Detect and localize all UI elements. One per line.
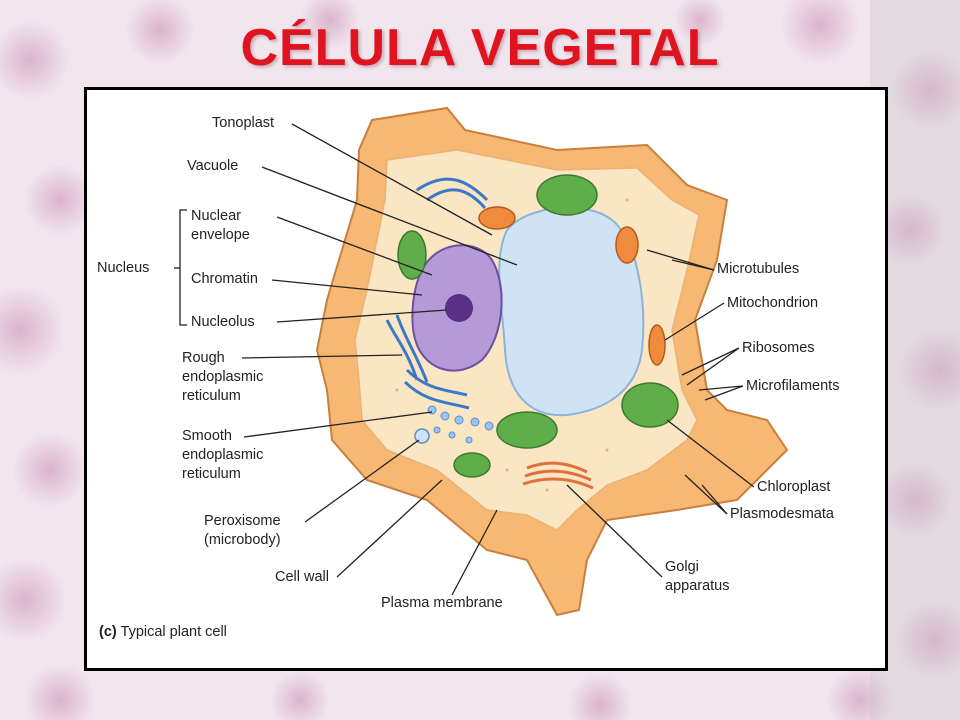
- label-smooth-er-3: reticulum: [182, 466, 241, 482]
- peroxisome-shape: [414, 428, 430, 444]
- slide-title: CÉLULA VEGETAL: [240, 19, 720, 77]
- golgi-shape: [522, 461, 594, 490]
- label-smooth-er-1: Smooth: [182, 428, 232, 444]
- caption-letter: (c): [99, 624, 117, 640]
- diagram-frame: Tonoplast Vacuole Nucleus Nuclear envelo…: [84, 87, 888, 671]
- label-nuclear-envelope-1: Nuclear: [191, 208, 241, 224]
- label-tonoplast: Tonoplast: [212, 115, 275, 131]
- caption-text: Typical plant cell: [120, 624, 227, 640]
- label-rough-er-3: reticulum: [182, 388, 241, 404]
- label-nuclear-envelope-2: envelope: [191, 227, 250, 243]
- label-golgi-2: apparatus: [665, 578, 730, 594]
- label-golgi-1: Golgi: [665, 559, 699, 575]
- label-plasma-membrane: Plasma membrane: [381, 595, 503, 611]
- nucleus-shape: [411, 244, 503, 372]
- label-rough-er-2: endoplasmic: [182, 369, 264, 385]
- label-microfilaments: Microfilaments: [746, 378, 840, 394]
- label-mitochondrion: Mitochondrion: [727, 295, 819, 311]
- rough-er-shape: [385, 177, 489, 410]
- label-rough-er-1: Rough: [182, 350, 225, 366]
- label-nucleus: Nucleus: [97, 260, 150, 276]
- mitochondria-shapes: [478, 206, 666, 366]
- label-plasmodesmata: Plasmodesmata: [730, 506, 834, 522]
- plant-cell-diagram: [174, 106, 789, 617]
- label-smooth-er-2: endoplasmic: [182, 447, 264, 463]
- label-nucleolus: Nucleolus: [191, 314, 255, 330]
- figure-caption: (c) Typical plant cell: [99, 624, 227, 640]
- label-chromatin: Chromatin: [191, 271, 258, 287]
- label-peroxisome-2: (microbody): [204, 532, 281, 548]
- label-vacuole: Vacuole: [187, 158, 239, 174]
- label-ribosomes: Ribosomes: [742, 340, 815, 356]
- label-microtubules: Microtubules: [717, 261, 800, 277]
- smooth-er-shape: [427, 405, 494, 444]
- label-chloroplast: Chloroplast: [757, 479, 831, 495]
- label-peroxisome-1: Peroxisome: [204, 513, 281, 529]
- label-cell-wall: Cell wall: [275, 569, 329, 585]
- chloroplast-shapes: [397, 174, 679, 478]
- leader-lines: [174, 123, 755, 596]
- vacuole-shape: [498, 206, 645, 417]
